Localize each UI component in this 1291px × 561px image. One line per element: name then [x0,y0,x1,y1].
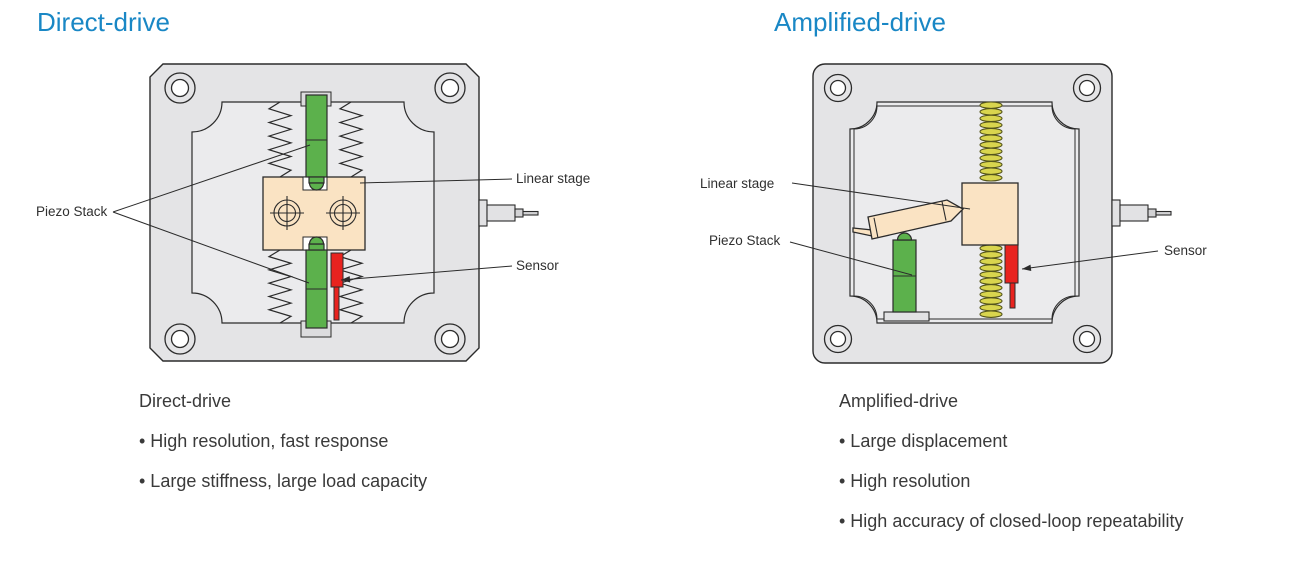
label-linear-stage: Linear stage [700,176,775,191]
label-piezo-stack: Piezo Stack [36,204,108,219]
connector [1111,199,1172,227]
sensor-shape [330,252,344,321]
label-piezo-stack: Piezo Stack [709,233,781,248]
amplified-drive-summary: Amplified-drive • Large displacement • H… [839,391,1183,551]
leader-lines [112,144,513,284]
corner-holes [823,73,1102,354]
label-sensor: Sensor [516,258,559,273]
linear-stage-block [961,182,1019,246]
flexure-spring [337,249,365,324]
flexure-spring [266,249,294,324]
amplified-drive-heading: Amplified-drive [774,7,946,37]
flexure-spring [266,101,294,178]
connector [478,199,539,227]
direct-drive-summary: Direct-drive • High resolution, fast res… [139,391,427,511]
piezo-stack [883,232,930,322]
coil-spring-top [979,101,1003,182]
piezo-stack-bottom [305,236,328,329]
inner-frame-line [853,105,1076,320]
amplifier-lever [852,199,965,240]
piezo-stack-top [305,94,328,191]
bullet-item: • Large displacement [839,431,1008,451]
direct-drive-heading: Direct-drive [37,7,170,37]
coil-spring-bottom [979,244,1003,318]
sensor-shape [1004,244,1019,309]
screw [326,196,360,230]
bullet-item: • High resolution [839,471,971,491]
direct-drive-diagram [112,63,539,362]
flexure-spring [337,101,365,178]
screw [270,196,304,230]
leader-lines [789,182,1159,276]
bullet-item: • High resolution, fast response [139,431,389,451]
label-sensor: Sensor [1164,243,1207,258]
label-linear-stage: Linear stage [516,171,591,186]
corner-holes [164,72,466,355]
summary-title: Direct-drive [139,391,232,411]
bullet-item: • High accuracy of closed-loop repeatabi… [839,511,1184,531]
bullet-item: • Large stiffness, large load capacity [139,471,428,491]
amplified-drive-diagram [789,63,1172,364]
summary-title: Amplified-drive [839,391,959,411]
